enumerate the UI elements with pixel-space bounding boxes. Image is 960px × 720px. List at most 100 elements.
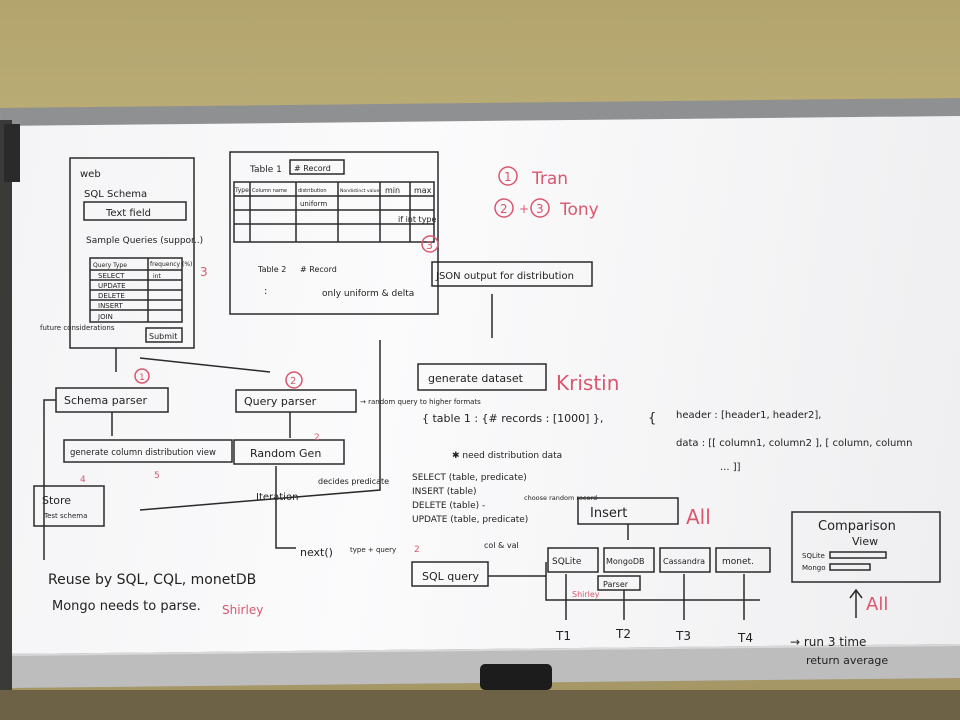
comparison-all: All [866, 594, 888, 615]
shirley-note: Shirley [222, 603, 263, 617]
insert-all: All [686, 505, 711, 529]
assign-marker-1: 1 [504, 170, 512, 184]
store-label: Store [42, 494, 71, 507]
red-marker-3-json: 3 [426, 239, 433, 252]
next-label: next() [300, 546, 333, 559]
sample-queries-label: Sample Queries (suppor..) [86, 236, 203, 246]
red-marker-5: 5 [154, 471, 160, 481]
reuse-note: Reuse by SQL, CQL, monetDB [48, 572, 256, 588]
insert-section: Insert All SQLite MongoDB Cassandra mone… [547, 497, 771, 645]
bottom-notes: Reuse by SQL, CQL, monetDB Mongo needs t… [48, 572, 263, 617]
submit-box [145, 327, 183, 343]
hdr-max: max [414, 186, 432, 195]
sql-schema-label: SQL Schema [84, 189, 147, 200]
query-functions: ✱ need distribution data SELECT (table, … [412, 451, 597, 550]
int-type-label: if int type [398, 215, 437, 224]
hdr-distribution: distribution [298, 188, 327, 194]
query-insert: INSERT (table) [412, 487, 477, 497]
comparison-sqlite: SQLite [802, 552, 825, 560]
row-delete: DELETE [98, 292, 125, 300]
col-frequency: frequency (%) [150, 261, 192, 268]
timing-t2: T2 [615, 627, 631, 641]
floor-strip [0, 690, 960, 720]
timing-t3: T3 [675, 629, 691, 643]
assign-tran: Tran [531, 169, 568, 189]
red-marker-2-query: 2 [290, 376, 296, 387]
assign-plus: + [519, 202, 529, 216]
comparison-box [791, 511, 941, 583]
decides-label: decides predicate [318, 477, 389, 486]
return-average: return average [806, 654, 888, 667]
random-gen-label: Random Gen [250, 447, 321, 460]
board-clip [4, 124, 20, 182]
pipeline: 3 JSON output for distribution generate … [33, 235, 760, 601]
red-marker-3-web: 3 [200, 265, 208, 279]
query-parser-label: Query parser [244, 395, 317, 408]
timing-t4: T4 [737, 631, 753, 645]
table2-label: Table 2 [257, 265, 286, 274]
random-gen-box [233, 439, 345, 465]
db-sqlite: SQLite [552, 557, 582, 567]
table-mockup-border [229, 151, 439, 315]
text-field-box [83, 201, 187, 221]
col-val-label: col & val [484, 541, 519, 550]
db-mongo: MongoDB [606, 557, 645, 566]
hdr-min: min [385, 186, 400, 195]
comparison-mongo: Mongo [802, 564, 826, 572]
query-update: UPDATE (table, predicate) [412, 515, 528, 525]
json-output-label: JSON output for distribution [435, 271, 574, 282]
comparison-section: Comparison View SQLite Mongo All → run 3… [790, 511, 941, 667]
db-cassandra: Cassandra [663, 557, 705, 566]
wall-edge [0, 120, 12, 720]
json-header-line: header : [header1, header2], [676, 410, 821, 421]
json-example: { table 1 : {# records : [1000] }, { hea… [422, 410, 912, 473]
db-cassandra-box [659, 547, 711, 573]
hdr-nondistinct: Nondistinct value [340, 188, 379, 194]
mongo-note: Mongo needs to parse. [52, 599, 201, 614]
table-mockup: Table 1 # Record Type Column name distri… [229, 151, 439, 315]
query-select: SELECT (table, predicate) [412, 473, 527, 483]
insert-shirley: Shirley [572, 590, 600, 599]
json-ellipsis: ... ]] [720, 462, 741, 473]
need-distribution: ✱ need distribution data [452, 451, 562, 461]
only-uniform-label: only uniform & delta [322, 289, 414, 299]
assign-tony: Tony [559, 200, 599, 220]
web-title: web [80, 169, 101, 180]
comparison-view: View [852, 535, 878, 548]
eraser [480, 664, 552, 690]
insert-label: Insert [590, 506, 627, 521]
row-update: UPDATE [98, 282, 126, 290]
json-table-line: { table 1 : {# records : [1000] }, [422, 412, 603, 425]
iteration-label: Iteration [256, 492, 298, 503]
record-label: # Record [294, 164, 331, 173]
next-note: type + query [350, 546, 396, 554]
row-select-tag: int [153, 273, 161, 280]
column-grid [233, 181, 435, 243]
red-marker-2-next: 2 [414, 545, 420, 555]
red-marker-2-random: 2 [314, 433, 320, 443]
red-marker-4: 4 [80, 475, 86, 485]
assign-marker-3: 3 [536, 202, 544, 216]
timing-t1: T1 [555, 629, 571, 643]
row-select: SELECT [98, 272, 125, 280]
assignments: 1 Tran 2 + 3 Tony [494, 166, 599, 220]
generate-dataset-label: generate dataset [428, 372, 524, 385]
generate-view-label: generate column distribution view [70, 448, 216, 458]
db-monet: monet. [722, 557, 754, 567]
json-brace: { [648, 411, 656, 426]
text-field-label: Text field [105, 208, 151, 219]
assign-marker-2: 2 [500, 202, 508, 216]
red-marker-1-schema: 1 [139, 373, 145, 383]
db-mongo-box [603, 547, 655, 573]
kristin-label: Kristin [556, 371, 619, 395]
web-mockup: web SQL Schema Text field Sample Queries… [40, 157, 208, 349]
record2-label: # Record [300, 265, 337, 274]
run-3-times: → run 3 time [790, 635, 866, 649]
submit-label: Submit [149, 332, 177, 341]
uniform-label: uniform [300, 200, 327, 208]
store-box [33, 485, 105, 527]
query-delete: DELETE (table) - [412, 501, 485, 511]
sql-query-label: SQL query [422, 570, 480, 583]
